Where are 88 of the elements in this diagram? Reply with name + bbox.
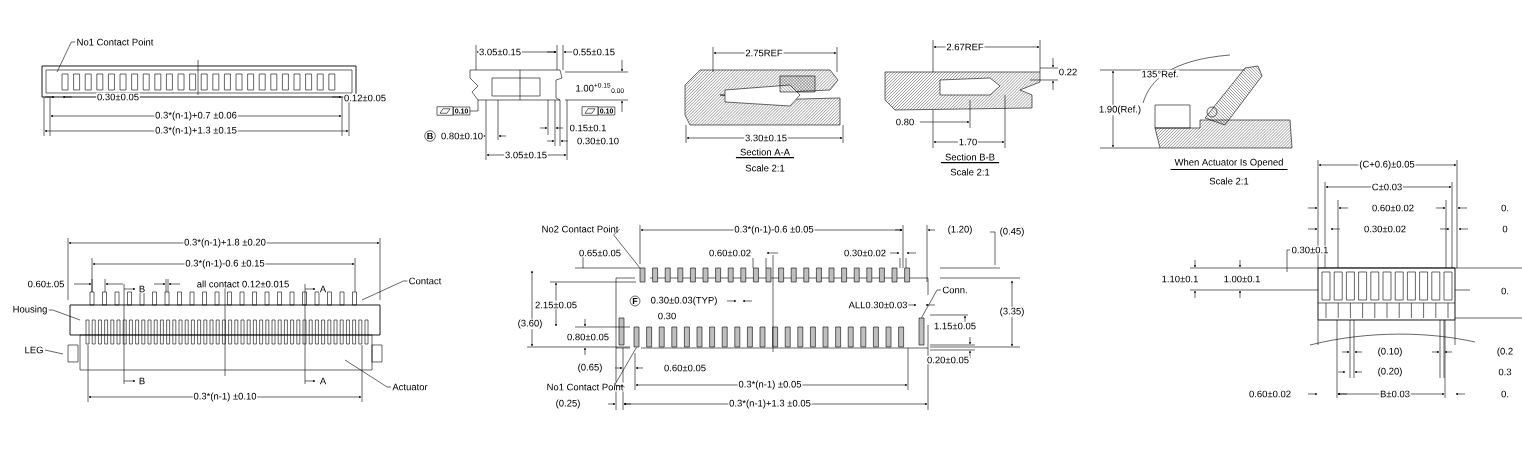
dimension-label: 0.3*(n-1)+0.7 ±0.06 [154,110,238,122]
dimension-label: 0.3*(n-1)+1.3 ±0.15 [154,125,238,137]
dimension-label: A [319,284,327,294]
dimension-label: 0.30±0.02 [843,248,887,258]
dimension-label: 0.30±0.10 [576,136,620,146]
part-label: No1 Contact Point [75,37,155,47]
dimension-label: B±0.03 [1379,389,1411,399]
part-label: No2 Contact Point [540,224,620,234]
dimension-label: (0.45) [998,226,1026,238]
dimension-label: 1.70 [958,137,978,147]
dimension-label: 0.30 [657,311,677,321]
leader-line [361,280,408,301]
dimension-label: 3.05±0.15 [504,150,548,160]
dimension-label: 0.3 [1497,367,1513,377]
dimension-label: (0.2 [1496,346,1514,358]
dimension-label: 0.65±0.05 [578,248,622,258]
dimension-label: (3.60) [516,318,544,330]
dimension-label: 0.60±.05 [26,279,66,289]
dimension-label: 0 [1501,224,1509,234]
dimension-label: 3.30±0.15 [744,133,788,143]
dimension-label: 0.12±0.05 [343,93,387,103]
dimension-label: (0.65) [576,362,604,374]
dimension-label: 0.3*(n-1)+1.8 ±0.20 [183,237,267,249]
part-label: Housing [11,304,49,316]
dimension-label: 135°Ref. [1140,69,1180,79]
dimension-label: 1.90(Ref.) [1098,104,1142,116]
dimension-label: 0.80 [895,117,915,127]
leader-line [344,359,392,388]
dimension-label: 2.15±0.05 [534,300,578,310]
dimension-label: (0.20) [1376,366,1404,378]
dimension-label: 3.05±0.15 [478,47,522,57]
dimension-label: B [138,376,146,386]
dimension-label: 1.10±0.1 [1160,274,1200,284]
dimension-label: 0.60±0.02 [708,248,752,258]
dimension-label: 0.3*(n-1)+1.3 ±0.05 [728,398,812,410]
dimension-label: 0.3*(n-1) ±0.10 [192,391,258,403]
dimension-label: Scale 2:1 [744,163,786,173]
leader-line [613,228,640,268]
dimension-label: 0. [1500,389,1510,399]
dimension-label: 0. [1500,203,1510,213]
section-title: Section A-A [735,147,795,159]
part-label: Conn. [941,285,969,295]
section-title: Section B-B [940,152,1000,164]
dimension-label: 0.22 [1058,67,1078,77]
dimension-label: (3.35) [998,306,1026,318]
dimension-label: 0.3*(n-1) ±0.05 [737,379,803,391]
contact-pad [918,317,925,346]
dimension-label: 0.30±0.1 [1290,245,1330,255]
dimension-label: 2.75REF [744,48,784,58]
dimension-label: 1.15±0.05 [933,321,977,331]
leader-line [921,289,942,318]
part-label: LEG [23,345,45,355]
dimension-label: all contact 0.12±0.015 [195,279,291,289]
part-label: No1 Contact Point [545,382,625,392]
dimension-label: 0.30±0.02 [1363,224,1407,234]
leader-line [56,41,76,73]
dimension-label: 0.3*(n-1)-0.6 ±0.05 [733,224,815,236]
leader-line [48,309,81,321]
contact-pad [639,267,646,283]
dimension-label: 0.30±0.05 [96,92,140,102]
dimension-label: 2.67REF [945,42,985,52]
dimension-label: C±0.03 [1371,182,1404,192]
dimension-label: B [138,284,146,294]
dimension-label: 0.60±0.05 [663,363,707,373]
dimension-label: 0.20±0.05 [926,355,970,365]
part-label: Contact [407,276,443,286]
dimension-label: 0.3*(n-1)-0.6 ±0.15 [184,258,266,270]
section-title: When Actuator Is Opened [1169,157,1289,171]
dimension-label: 0.15±0.1 [568,123,608,133]
dimension-label: A [319,376,327,386]
dimension-label: 1.00±0.1 [1222,274,1262,284]
dimension-label: 0.30±0.03(TYP) [649,295,719,307]
dimension-label: 0. [1500,286,1510,296]
leader-line [614,347,637,388]
dimension-label: 0.80±0.10 [440,131,484,141]
dimension-label: 0.60±0.02 [1371,203,1415,213]
dimension-label: Scale 2:1 [1208,176,1250,186]
dimension-label: (0.10) [1376,346,1404,358]
part-label: Actuator [391,382,429,392]
dimension-label: (1.20) [946,224,974,236]
dimension-label: ALL0.30±0.03 [847,300,909,310]
dimension-label: 0.60±0.02 [1248,389,1292,399]
dimension-label: 0.80±0.05 [566,332,610,342]
dimension-label: 0.55±0.15 [572,47,616,57]
dimension-label: (C+0.6)±0.05 [1358,159,1416,171]
dimension-label: Scale 2:1 [949,167,991,177]
leader-line [44,349,64,355]
contact-pad [633,326,640,348]
